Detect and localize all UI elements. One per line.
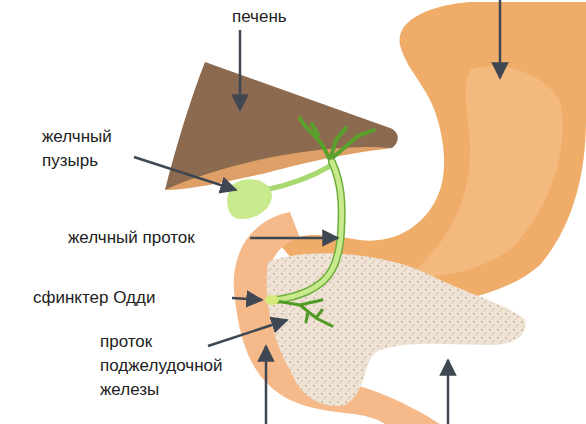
duct-label: желчный проток xyxy=(68,226,248,250)
stomach-highlight xyxy=(410,66,563,276)
duct-label: проток поджелудочной железы xyxy=(100,330,232,402)
organ-label: желчный пузырь xyxy=(42,125,138,173)
sphincter-label: сфинктер Одди xyxy=(33,286,229,310)
cystic-duct xyxy=(265,165,332,190)
bile-duct xyxy=(276,162,342,300)
liver-underside xyxy=(165,147,392,190)
gallbladder xyxy=(227,179,272,219)
sphincter-of-oddi xyxy=(265,295,279,305)
pancreas xyxy=(267,253,526,406)
liver xyxy=(165,62,398,190)
organ-label: печень xyxy=(232,5,312,29)
bile-duct-core xyxy=(276,162,342,300)
hepatic-ducts xyxy=(300,118,374,160)
